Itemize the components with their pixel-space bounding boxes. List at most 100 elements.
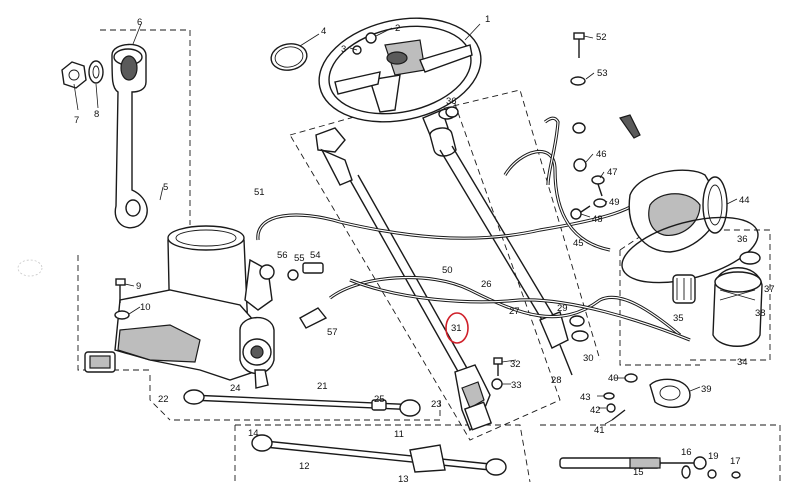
filter-35 (672, 274, 696, 304)
callout-41: 41 (594, 425, 605, 436)
callout-36b: 36 (737, 234, 748, 245)
intermediate-shaft (315, 127, 493, 432)
callout-35: 35 (673, 313, 684, 324)
callout-17: 17 (730, 456, 741, 467)
bracket-40 (624, 373, 638, 383)
bolt-32 (493, 357, 503, 376)
arrow-indicator (619, 114, 641, 139)
leader-lines (73, 23, 738, 425)
callout-6: 6 (137, 17, 142, 28)
bolt-48 (570, 208, 582, 220)
bolt-41 (611, 409, 626, 421)
callout-34: 34 (737, 357, 748, 368)
drive-belt (621, 216, 759, 284)
callout-45: 45 (573, 238, 584, 249)
damper-15 (559, 456, 707, 470)
steering-wheel (318, 17, 482, 123)
callout-27: 27 (509, 306, 520, 317)
callout-19: 19 (708, 451, 719, 462)
callout-43: 43 (580, 392, 591, 403)
washer-49 (593, 198, 607, 208)
callout-13: 13 (398, 474, 409, 482)
callout-16: 16 (681, 447, 692, 458)
nut-33 (491, 378, 503, 390)
callout-55: 55 (294, 253, 305, 264)
fitting-58 (572, 122, 586, 134)
callout-37: 37 (764, 284, 775, 295)
callout-4: 4 (321, 26, 326, 37)
bolt-54 (302, 262, 324, 274)
callout-8: 8 (94, 109, 99, 120)
callout-12: 12 (299, 461, 310, 472)
callout-51: 51 (254, 187, 265, 198)
callout-2: 2 (395, 23, 400, 34)
washer-53 (570, 76, 586, 86)
scan-artifact (17, 259, 43, 277)
union-46 (573, 158, 587, 172)
callout-40: 40 (608, 373, 619, 384)
callout-44: 44 (739, 195, 750, 206)
power-steering-pump (628, 169, 728, 253)
washer-10 (114, 310, 130, 320)
callout-57: 57 (327, 327, 338, 338)
callout-1: 1 (485, 14, 490, 25)
callout-47: 47 (607, 167, 618, 178)
washer-43 (603, 392, 615, 400)
tie-rod-12 (251, 434, 507, 476)
callout-labels: 1 2 3 4 5 6 7 8 9 10 11 12 13 14 15 16 1… (74, 14, 775, 482)
callout-26: 26 (481, 279, 492, 290)
callout-38: 38 (755, 308, 766, 319)
callout-50: 50 (442, 265, 453, 276)
callout-49: 49 (609, 197, 620, 208)
callout-10: 10 (140, 302, 151, 313)
callout-39: 39 (701, 384, 712, 395)
pitman-arm (61, 43, 148, 229)
callout-24: 24 (230, 383, 241, 394)
hose-lines (256, 116, 691, 342)
tie-rod-21 (183, 389, 421, 417)
callout-33: 33 (511, 380, 522, 391)
callout-5: 5 (163, 182, 168, 193)
bush-36 (445, 106, 459, 118)
callout-11: 11 (394, 429, 404, 440)
callout-29: 29 (557, 303, 568, 314)
callout-30: 30 (583, 353, 594, 364)
highlight-circle (445, 312, 469, 344)
callout-25: 25 (374, 394, 385, 405)
callout-15: 15 (633, 467, 644, 478)
callout-31: 31 (451, 323, 462, 334)
callout-21: 21 (317, 381, 328, 392)
callout-22: 22 (158, 394, 169, 405)
fitting-56 (259, 264, 275, 280)
bolt-9 (115, 278, 126, 303)
steering-box (84, 225, 275, 389)
callout-42: 42 (590, 405, 601, 416)
callout-56: 56 (277, 250, 288, 261)
bush-29 (569, 315, 585, 327)
callout-9: 9 (136, 281, 141, 292)
callout-53: 53 (597, 68, 608, 79)
valve-57 (299, 307, 328, 329)
callout-32: 32 (510, 359, 521, 370)
bolt-47 (591, 175, 605, 185)
reservoir (712, 251, 763, 347)
callout-54: 54 (310, 250, 321, 261)
washer-55 (287, 269, 299, 281)
nut-42 (606, 403, 616, 413)
clamp-39 (649, 378, 691, 408)
callout-36: 36 (446, 96, 457, 107)
callout-23: 23 (431, 399, 442, 410)
steering-column (422, 108, 573, 376)
nut-2 (365, 32, 377, 44)
bolt-52 (573, 32, 585, 58)
callout-7: 7 (74, 115, 79, 126)
washer-30 (571, 330, 589, 342)
callout-3: 3 (341, 44, 346, 55)
callout-28: 28 (551, 375, 562, 386)
callout-48: 48 (592, 214, 603, 225)
callout-52: 52 (596, 32, 607, 43)
callout-46: 46 (596, 149, 607, 160)
callout-14: 14 (248, 428, 259, 439)
small-parts-bottom-right (681, 465, 741, 479)
